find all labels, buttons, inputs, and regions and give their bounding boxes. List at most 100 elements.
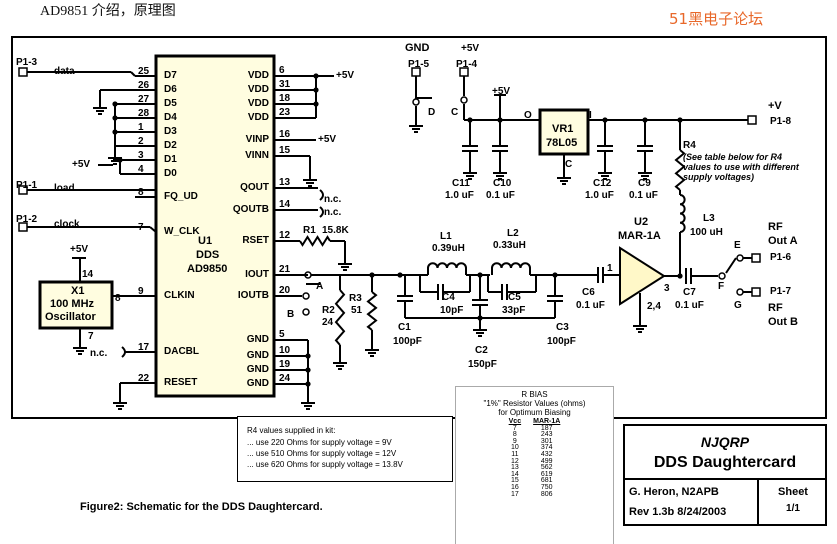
jumper-c-label: C	[451, 107, 459, 118]
junction-dot	[112, 115, 118, 121]
p1-4-5v-label: +5V	[461, 43, 480, 54]
u1-pin-name: W_CLK	[164, 226, 200, 237]
rbias-subtitle2: for Optimum Biasing	[498, 408, 571, 417]
junction-dot	[305, 381, 311, 387]
u1-pin-name: GND	[246, 334, 269, 345]
u1-pin-number: 16	[279, 129, 291, 140]
title-company: NJQRP	[700, 434, 750, 450]
c7-value: 0.1 uF	[675, 300, 704, 311]
u1-pin-number: 31	[279, 79, 291, 90]
c4-value: 10pF	[440, 305, 464, 316]
r3-ref: R3	[349, 293, 362, 304]
rbias-vcc: 15	[510, 477, 519, 485]
r4-note-title: R4 values supplied in kit:	[247, 426, 336, 435]
clock-wire	[149, 226, 157, 233]
osc-pin7: 7	[88, 331, 94, 342]
osc-ref: X1	[71, 285, 85, 297]
u1-pin-number: 15	[279, 145, 291, 156]
u1-pin-name: RESET	[164, 377, 198, 388]
u2-pin3: 3	[664, 283, 670, 294]
u1-pin-name: VDD	[247, 70, 269, 81]
jumper-terminal	[302, 308, 310, 316]
rf-out-a-line1: RF	[768, 221, 783, 233]
u1-pin-name: VDD	[247, 112, 269, 123]
osc-pin14: 14	[82, 269, 94, 280]
connector-pad	[747, 115, 757, 125]
jumper-terminal	[736, 288, 744, 296]
d-pullup-5v-label: +5V	[72, 159, 91, 170]
jumper-e-label: E	[734, 240, 741, 251]
l1-ref: L1	[440, 231, 452, 242]
rf-switch	[725, 257, 737, 274]
c11-ref: C11	[452, 178, 470, 189]
u1-pin-number: 24	[279, 373, 291, 384]
title-sheet-number: 1/1	[786, 503, 800, 514]
u1-pin-name: RSET	[242, 235, 269, 246]
data-signal-label: data	[54, 66, 75, 77]
rbias-ohms: 619	[540, 470, 553, 478]
junction-dot	[112, 101, 118, 107]
u1-pin-number: 25	[138, 66, 150, 77]
qout-nc-label: n.c.	[324, 194, 342, 205]
rbias-ohms: 301	[540, 437, 553, 445]
jumper-g-label: G	[734, 300, 742, 311]
nc-symbol	[121, 346, 126, 358]
c12-value: 1.0 uF	[585, 190, 614, 201]
l1-inductor	[427, 262, 467, 269]
u1-pin-number: 7	[138, 222, 144, 233]
r2-resistor	[334, 289, 346, 346]
l2-ref: L2	[507, 228, 519, 239]
connector-pad	[18, 222, 28, 232]
title-block-header: NJQRP DDS Daughtercard	[625, 426, 825, 480]
u1-pin-name: D0	[164, 168, 177, 179]
u1-pin-name: CLKIN	[164, 290, 195, 301]
junction-dot	[677, 117, 683, 123]
u1-pin-name: FQ_UD	[164, 191, 198, 202]
r1-value: 15.8K	[322, 225, 349, 236]
title-block: NJQRP DDS Daughtercard G. Heron, N2APB R…	[623, 424, 827, 526]
conn-p1-5-label: P1-5	[408, 59, 430, 70]
u1-pin-name: GND	[246, 350, 269, 361]
c5-ref: C5	[508, 292, 521, 303]
gnd-label: GND	[405, 42, 430, 54]
u1-pin-number: 2	[138, 136, 144, 147]
u1-pin-number: 9	[138, 286, 144, 297]
u1-pin-number: 18	[279, 93, 291, 104]
title-sheet-label: Sheet	[778, 486, 808, 498]
u1-pin-name: D2	[164, 140, 177, 151]
vdd-5v-label: +5V	[336, 70, 355, 81]
r4-note: (See table below for R4 values to use wi…	[683, 152, 799, 182]
u1-pin-name: D3	[164, 126, 177, 137]
r4-note-line: ... use 510 Ohms for supply voltage = 12…	[247, 449, 397, 458]
u2-pin24: 2,4	[647, 301, 661, 312]
c9-value: 0.1 uF	[629, 190, 658, 201]
u1-pin-name: GND	[246, 378, 269, 389]
conn-p1-6-label: P1-6	[770, 252, 792, 263]
c2-ref: C2	[475, 345, 488, 356]
rbias-row: 9 301	[503, 437, 567, 446]
rf-out-b-line2: Out B	[768, 316, 798, 328]
u1-chip-body	[154, 54, 276, 398]
rbias-vcc: 8	[512, 431, 517, 439]
vr1-part: 78L05	[546, 137, 578, 149]
junction-dot	[313, 87, 319, 93]
r2-value: 24	[322, 317, 334, 328]
rbias-vcc: 9	[512, 437, 517, 445]
u1-pin-name: D1	[164, 154, 177, 165]
osc-pin8: 8	[115, 293, 121, 304]
connector-pad	[18, 67, 28, 77]
u1-pin-name: D7	[164, 70, 177, 81]
rbias-vcc: 11	[511, 450, 519, 458]
vr1-pin-c: C	[565, 159, 573, 170]
c1-ref: C1	[398, 322, 411, 333]
page-caption: AD9851 介绍，原理图	[40, 4, 176, 19]
u1-pin-number: 26	[138, 80, 150, 91]
osc-5v-label: +5V	[70, 244, 89, 255]
c2-value: 150pF	[468, 359, 497, 370]
rbias-ohms: 243	[540, 431, 553, 439]
rbias-ohms: 562	[540, 464, 553, 472]
